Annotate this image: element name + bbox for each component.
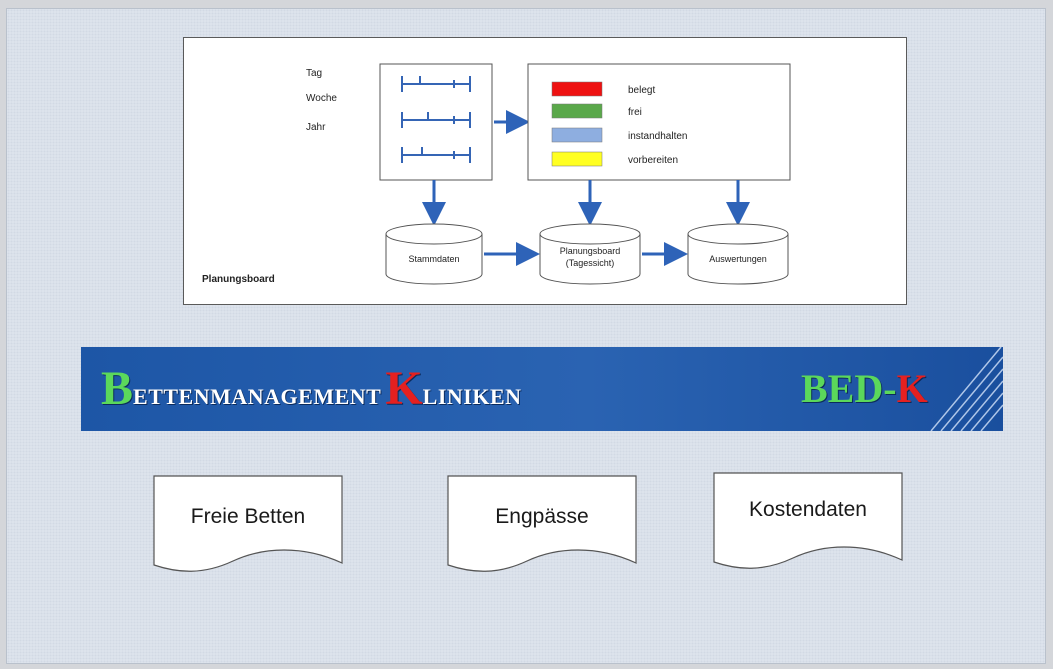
timeline-icons bbox=[401, 76, 471, 163]
database-label-planungsboard-view: (Tagessicht) bbox=[566, 258, 615, 268]
time-scale-year: Jahr bbox=[306, 122, 326, 133]
document-label-engpaesse: Engpässe bbox=[495, 505, 589, 528]
database-label-planungsboard: Planungsboard bbox=[560, 246, 621, 256]
title-word-bettenmanagement: ETTENMANAGEMENT bbox=[133, 384, 382, 409]
document-label-kostendaten: Kostendaten bbox=[749, 498, 867, 521]
document-kostendaten: Kostendaten bbox=[713, 472, 903, 572]
timeline-box bbox=[379, 63, 493, 181]
title-word-kliniken: LINIKEN bbox=[422, 384, 522, 409]
legend-swatch-belegt bbox=[551, 81, 603, 97]
title-initial-b: B bbox=[101, 362, 134, 415]
legend-label-instandhalten: instandhalten bbox=[628, 131, 688, 142]
planning-diagram: Tag Woche Jahr belegt frei in bbox=[202, 63, 791, 285]
database-label-stammdaten: Stammdaten bbox=[408, 254, 459, 264]
legend-label-frei: frei bbox=[628, 107, 642, 118]
database-label-auswertungen: Auswertungen bbox=[709, 254, 767, 264]
database-planungsboard bbox=[539, 234, 641, 285]
database-auswertungen bbox=[687, 234, 789, 285]
document-engpaesse: Engpässe bbox=[447, 475, 637, 575]
panel-title: Planungsboard bbox=[202, 274, 275, 285]
legend-label-vorbereiten: vorbereiten bbox=[628, 155, 678, 166]
planning-diagram-panel: Tag Woche Jahr belegt frei in bbox=[183, 37, 907, 305]
title-banner: BETTENMANAGEMENT KLINIKEN BED-K bbox=[81, 347, 1003, 431]
legend-swatch-vorbereiten bbox=[551, 151, 603, 167]
slide-frame: Tag Woche Jahr belegt frei in bbox=[6, 8, 1046, 664]
document-label-freie-betten: Freie Betten bbox=[190, 505, 306, 528]
legend-label-belegt: belegt bbox=[628, 85, 655, 96]
title-initial-k: K bbox=[385, 362, 423, 415]
logo-part-k: K bbox=[896, 366, 928, 411]
time-scale-day: Tag bbox=[306, 68, 322, 79]
banner-stripes-decoration bbox=[930, 347, 1003, 431]
logo-part-bed: BED- bbox=[801, 366, 897, 411]
time-scale-week: Woche bbox=[306, 93, 337, 104]
database-stammdaten bbox=[385, 234, 483, 285]
legend-swatch-frei bbox=[551, 103, 603, 119]
bed-k-logo: BED-K bbox=[801, 361, 928, 417]
legend-swatch-instandhalten bbox=[551, 127, 603, 143]
banner-title: BETTENMANAGEMENT KLINIKEN bbox=[101, 361, 522, 417]
document-freie-betten: Freie Betten bbox=[153, 475, 343, 575]
